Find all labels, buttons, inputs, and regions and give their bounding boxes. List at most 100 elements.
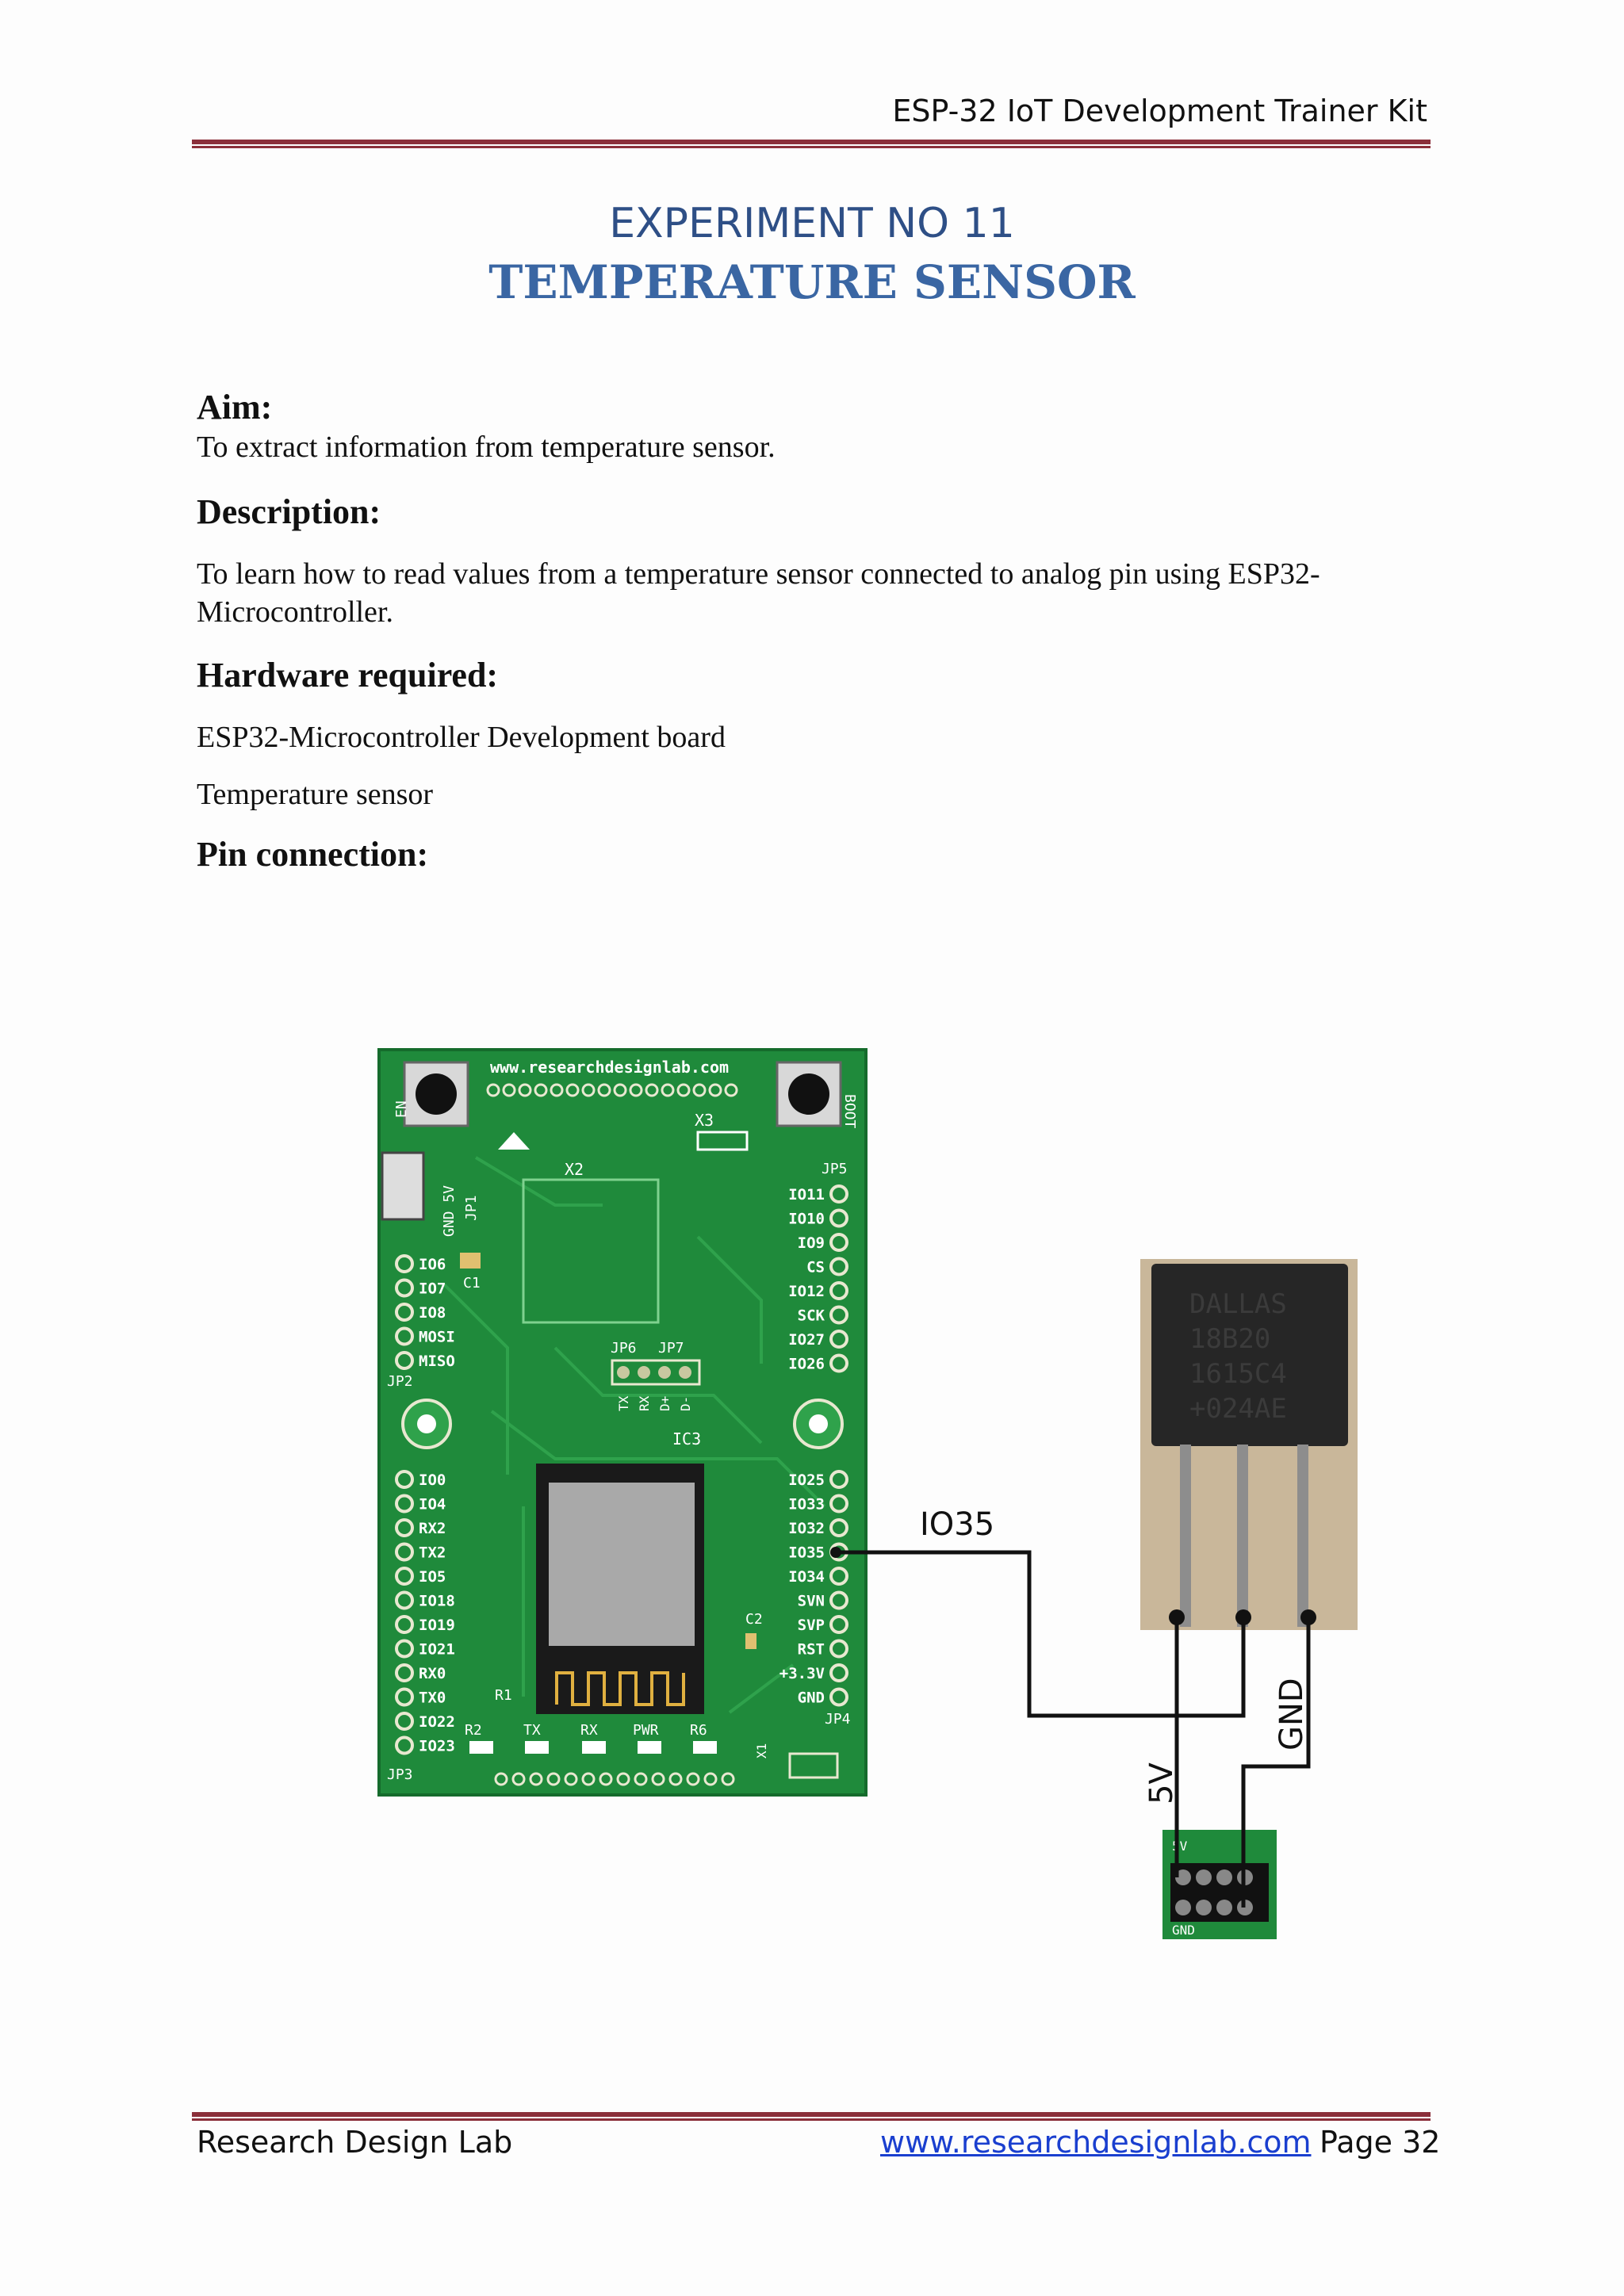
pin-connection-heading: Pin connection: (197, 835, 429, 874)
tx-led-label: TX (523, 1722, 541, 1739)
header-pin (829, 1281, 848, 1300)
crystal-x3 (696, 1131, 749, 1151)
pin-label: IO9 (798, 1234, 825, 1252)
pin-label: SVN (798, 1593, 825, 1610)
header-pin (395, 1494, 414, 1513)
wire-junctions (830, 1547, 1316, 1625)
header-pin (829, 1687, 848, 1707)
footer-rule-thin (192, 2118, 1431, 2121)
r2-label: R2 (465, 1722, 482, 1739)
header-pin (829, 1518, 848, 1537)
experiment-number: EXPERIMENT NO 11 (609, 200, 1015, 247)
pin-label: TX0 (419, 1689, 446, 1707)
ic3-label: IC3 (672, 1429, 701, 1448)
experiment-title: TEMPERATURE SENSOR (488, 255, 1136, 309)
header-pin (395, 1303, 414, 1322)
pin-label: IO34 (788, 1568, 825, 1586)
jp3-label: JP3 (387, 1766, 413, 1783)
r6-label: R6 (690, 1722, 707, 1739)
sensor-text-line-2: 18B20 (1189, 1323, 1270, 1355)
header-pin (829, 1615, 848, 1634)
power-header-gnd-label: GND (1172, 1923, 1195, 1938)
header-pin (395, 1470, 414, 1489)
pin-label: IO25 (788, 1471, 825, 1489)
header-pin (829, 1470, 848, 1489)
mount-hole-right-center (809, 1414, 828, 1433)
header-pin (829, 1305, 848, 1325)
board-url: www.researchdesignlab.com (490, 1058, 729, 1077)
jp6-label: JP6 (611, 1340, 637, 1357)
sensor-text-line-3: 1615C4 (1189, 1358, 1287, 1390)
header-pin (395, 1590, 414, 1610)
footer-company: Research Design Lab (197, 2125, 513, 2160)
en-button (403, 1061, 469, 1127)
pin-label: IO22 (419, 1713, 455, 1731)
wires (836, 1550, 1311, 1908)
pin-label: IO33 (788, 1496, 825, 1513)
footer-rule (192, 2112, 1431, 2117)
pin-label: +3.3V (779, 1665, 825, 1682)
x2-label: X2 (565, 1160, 584, 1179)
header-rule-thin (192, 146, 1431, 148)
description-line-2: Microcontroller. (197, 595, 393, 629)
jp7-label: JP7 (658, 1340, 684, 1357)
pin-label: GND (798, 1689, 825, 1707)
description-heading: Description: (197, 492, 381, 531)
top-header-row (486, 1083, 738, 1097)
pin-label: SVP (798, 1617, 825, 1634)
boot-label: BOOT (841, 1094, 858, 1129)
header-pin (829, 1257, 848, 1276)
header-pin (829, 1590, 848, 1610)
pin-label: IO12 (788, 1283, 825, 1300)
r1-label: R1 (495, 1687, 512, 1704)
header-pin (395, 1567, 414, 1586)
pin-label: IO6 (419, 1256, 446, 1273)
pin-label: IO18 (419, 1593, 455, 1610)
sensor-text-line-1: DALLAS (1189, 1288, 1287, 1320)
pin-label: IO7 (419, 1280, 446, 1298)
jp2-label: JP2 (387, 1373, 413, 1390)
pin-label: IO0 (419, 1471, 446, 1489)
running-header: ESP-32 IoT Development Trainer Kit (892, 94, 1427, 128)
pin-label: IO10 (788, 1211, 825, 1228)
capacitor-c1 (460, 1253, 481, 1269)
temperature-sensor: DALLAS 18B20 1615C4 +024AE (1140, 1259, 1358, 1630)
header-pin (395, 1735, 414, 1755)
jp4-label: JP4 (825, 1711, 851, 1728)
header-pin (829, 1208, 848, 1228)
jp6-jp7-header (611, 1359, 701, 1386)
footer-website-link[interactable]: www.researchdesignlab.com (880, 2125, 1312, 2160)
pin-label: IO5 (419, 1568, 446, 1586)
header-rule (192, 140, 1431, 144)
jp-label-dminus: D- (678, 1396, 693, 1411)
aim-heading: Aim: (197, 388, 273, 427)
header-pin (395, 1712, 414, 1731)
bottom-header-row (494, 1772, 735, 1786)
header-pin (829, 1567, 848, 1586)
wire-label-io35: IO35 (920, 1506, 994, 1543)
mount-hole-left-center (417, 1414, 436, 1433)
jp5-label: JP5 (822, 1161, 848, 1177)
battery-connector (381, 1151, 425, 1221)
jp-label-rx: RX (637, 1395, 652, 1411)
pin-label: IO4 (419, 1496, 446, 1513)
pin-label: IO23 (419, 1738, 455, 1755)
header-pin (395, 1542, 414, 1562)
header-pin (395, 1351, 414, 1370)
header-pin (829, 1184, 848, 1203)
wire-label-gnd: GND (1274, 1678, 1310, 1751)
header-pin (395, 1615, 414, 1634)
pin-label: IO35 (788, 1544, 825, 1562)
wire-label-5v: 5V (1143, 1762, 1180, 1804)
description-line-1: To learn how to read values from a tempe… (197, 557, 1320, 591)
pin-label: RX0 (419, 1665, 446, 1682)
header-pin (829, 1233, 848, 1252)
capacitor-c2 (745, 1633, 756, 1649)
hardware-item: Temperature sensor (197, 778, 434, 811)
pin-label: TX2 (419, 1544, 446, 1562)
pin-label: IO21 (419, 1641, 455, 1659)
smd-leds (469, 1741, 717, 1754)
